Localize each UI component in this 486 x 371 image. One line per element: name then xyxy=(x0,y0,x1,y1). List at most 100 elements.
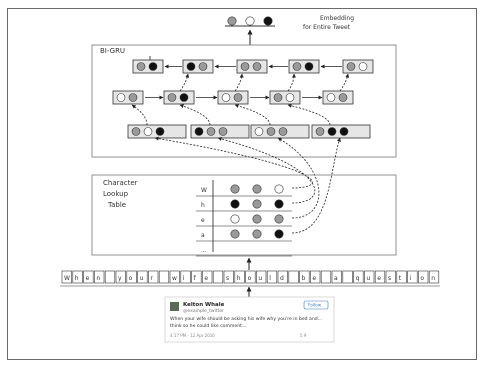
sequence-char: o xyxy=(129,275,133,282)
forward-gru-cell-unit xyxy=(222,94,230,102)
follow-button-label: Follow xyxy=(308,303,322,308)
sequence-char: e xyxy=(86,275,90,282)
lookup-unit xyxy=(275,185,283,193)
gru-layers xyxy=(113,60,373,138)
backward-gru-cell-unit xyxy=(199,63,207,71)
sequence-char: a xyxy=(334,275,338,282)
gru-to-gru-arrow xyxy=(180,74,188,91)
sequence-char-box xyxy=(343,271,353,283)
char-embedding-cell-unit xyxy=(219,128,227,136)
lookup-table: Whea... xyxy=(196,180,292,256)
lookup-unit xyxy=(253,230,261,238)
tweet-card: Kelton Whale @example_twitter Follow Whe… xyxy=(165,297,334,342)
backward-gru-cell-unit xyxy=(359,63,367,71)
sequence-char: o xyxy=(420,275,424,282)
backward-gru-cell-unit xyxy=(187,63,195,71)
lookup-unit xyxy=(231,200,239,208)
sequence-char-box xyxy=(213,271,223,283)
tweet-stats: 5 9 xyxy=(300,333,307,338)
sequence-char: d xyxy=(280,275,284,282)
char-embedding-cell xyxy=(251,125,309,138)
backward-gru-cell-unit xyxy=(305,63,313,71)
backward-gru-cell xyxy=(343,60,373,73)
forward-gru-cell-unit xyxy=(286,94,294,102)
tweet-meta: 4:17 PM - 12 Apr 2016 xyxy=(170,333,215,338)
sequence-char: s xyxy=(226,275,229,282)
lookup-label-line1: Character xyxy=(103,179,138,187)
lookup-unit xyxy=(253,185,261,193)
char-embedding-cell-unit xyxy=(340,128,348,136)
lookup-row-char: a xyxy=(201,232,205,239)
sequence-char: u xyxy=(366,275,370,282)
sequence-char: n xyxy=(96,275,100,282)
lookup-unit xyxy=(275,215,283,223)
sequence-char-box xyxy=(321,271,331,283)
sequence-char: u xyxy=(258,275,262,282)
backward-gru-cell xyxy=(133,60,163,73)
char-embedding-cell-unit xyxy=(267,128,275,136)
lookup-table-box xyxy=(92,175,396,255)
backward-gru-cell xyxy=(183,60,213,73)
embed-to-gru-arrow xyxy=(180,105,210,125)
sequence-char-box xyxy=(289,271,299,283)
forward-gru-cell-unit xyxy=(180,94,188,102)
forward-gru-cell xyxy=(164,91,194,104)
bi-gru-label: BI-GRU xyxy=(100,47,125,55)
backward-gru-cell xyxy=(289,60,319,73)
lookup-row-char: W xyxy=(201,187,207,194)
sequence-char-box xyxy=(159,271,169,283)
forward-gru-cell xyxy=(323,91,353,104)
backward-gru-cell-unit xyxy=(241,63,249,71)
sequence-char: e xyxy=(204,275,208,282)
char-embedding-cell-unit xyxy=(207,128,215,136)
backward-gru-cell-unit xyxy=(347,63,355,71)
lookup-unit xyxy=(275,200,283,208)
lookup-label-line3: Table xyxy=(107,201,126,209)
tweet-text-line2: think so he could like comment... xyxy=(170,323,246,329)
lookup-to-embed-arrow xyxy=(292,138,340,233)
avatar xyxy=(170,302,179,311)
forward-gru-cell-unit xyxy=(274,94,282,102)
tweet-name: Kelton Whale xyxy=(183,302,225,308)
output-embedding xyxy=(225,17,275,45)
forward-gru-cell-unit xyxy=(339,94,347,102)
sequence-char-box xyxy=(105,271,115,283)
forward-gru-cell xyxy=(113,91,143,104)
forward-gru-cell-unit xyxy=(117,94,125,102)
embed-to-gru-arrow xyxy=(235,105,270,125)
sequence-char: y xyxy=(118,275,122,282)
sequence-char: n xyxy=(431,275,435,282)
char-embedding-cell-unit xyxy=(144,128,152,136)
lookup-unit xyxy=(231,185,239,193)
lookup-unit xyxy=(275,230,283,238)
output-title-line1: Embedding xyxy=(320,15,354,22)
backward-gru-cell xyxy=(237,60,267,73)
backward-gru-cell-unit xyxy=(293,63,301,71)
lookup-unit xyxy=(253,215,261,223)
embed-to-gru-arrow xyxy=(288,105,330,125)
char-embedding-cell-unit xyxy=(195,128,203,136)
backward-gru-cell-unit xyxy=(149,63,157,71)
char-embedding-cell xyxy=(191,125,249,138)
lookup-unit xyxy=(253,200,261,208)
char-embedding-cell-unit xyxy=(316,128,324,136)
sequence-char: W xyxy=(64,275,70,282)
sequence-char: w xyxy=(172,275,177,282)
forward-gru-cell-unit xyxy=(327,94,335,102)
sequence-char: o xyxy=(248,275,252,282)
embed-to-gru-arrow xyxy=(132,105,147,125)
gru-to-gru-arrow xyxy=(340,74,348,91)
forward-gru-cell-unit xyxy=(168,94,176,102)
sequence-char: b xyxy=(302,275,306,282)
sequence-char: u xyxy=(140,275,144,282)
lookup-row-char: e xyxy=(201,217,205,224)
forward-gru-cell-unit xyxy=(234,94,242,102)
lookup-to-embed-arrow xyxy=(278,138,319,218)
sequence-char: h xyxy=(237,275,241,282)
sequence-char: e xyxy=(377,275,381,282)
tweet-handle: @example_twitter xyxy=(183,308,224,314)
tweet-text-line1: When your wife should be asking his wife… xyxy=(170,316,322,322)
lookup-unit xyxy=(231,215,239,223)
